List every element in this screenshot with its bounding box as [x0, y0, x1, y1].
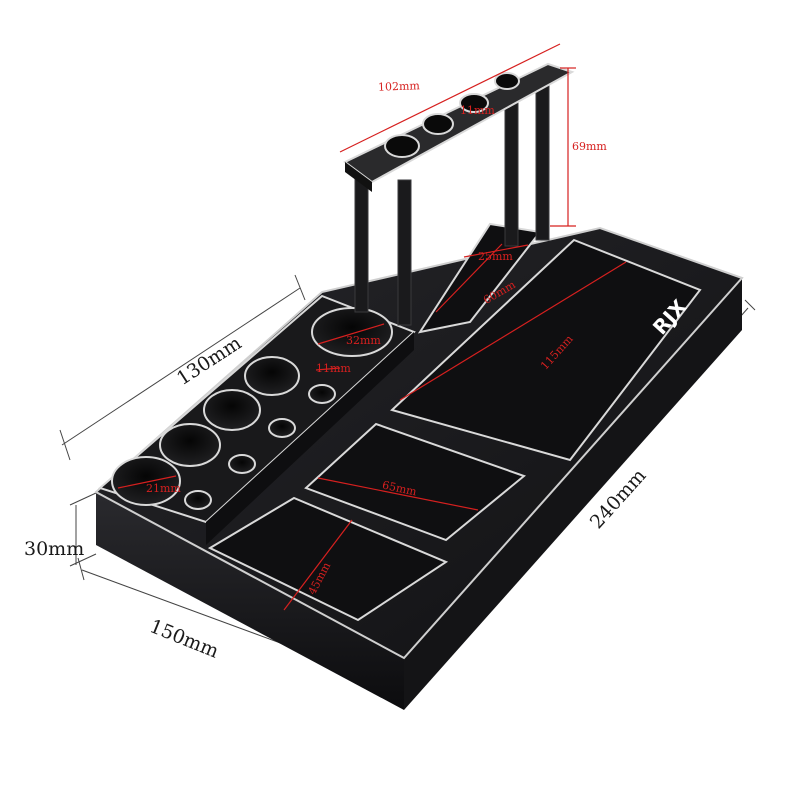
small-hole-label: 11mm — [316, 362, 351, 375]
left-hole-label: 21mm — [146, 482, 181, 495]
top-slot-width-label: 25mm — [478, 250, 513, 263]
stand-width-label: 102mm — [377, 79, 421, 94]
right-wall — [404, 278, 742, 710]
compartments — [207, 222, 702, 622]
stand-posts — [354, 79, 550, 326]
height-label: 30mm — [24, 538, 85, 560]
stand-hole-label: 11mm — [460, 104, 495, 117]
big-hole-label: 32mm — [346, 334, 381, 347]
hole-block-side — [206, 332, 414, 545]
tool-holes — [111, 307, 393, 510]
inner-dimension-lines — [117, 43, 627, 611]
stand-holes — [384, 72, 520, 158]
stand-height-label: 69mm — [572, 140, 607, 153]
front-wall — [96, 492, 404, 710]
